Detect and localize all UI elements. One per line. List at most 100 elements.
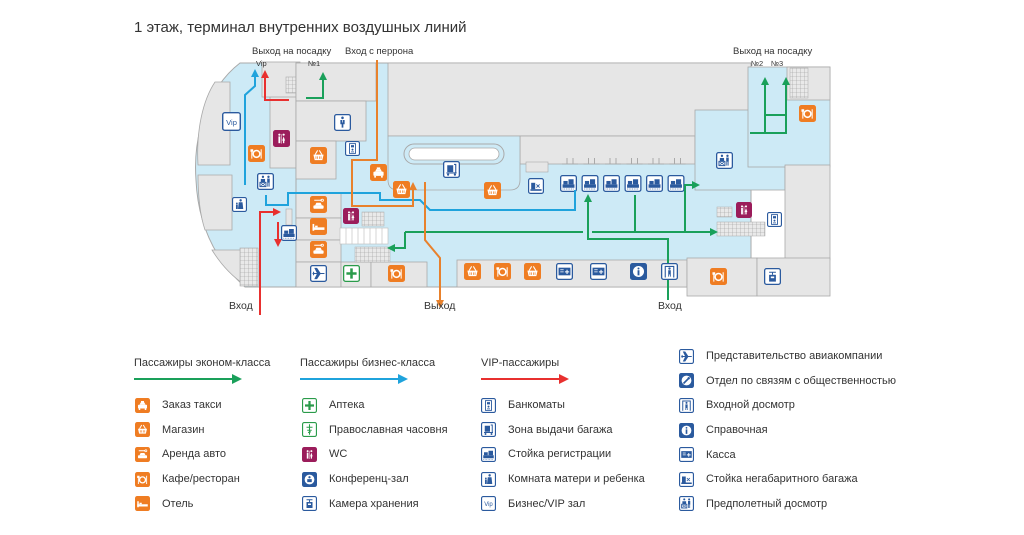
legend-item: Кафе/ресторан — [135, 467, 240, 492]
luggage-storage-icon — [302, 496, 317, 512]
entry-screening-icon — [679, 397, 694, 413]
preflight-screening-icon — [679, 496, 694, 512]
legend-item: Предполетный досмотр — [679, 492, 896, 517]
atm-icon — [481, 397, 496, 413]
legend-item-label: Представительство авиакомпании — [706, 350, 883, 363]
map-wc-icon[interactable] — [273, 130, 291, 148]
label-exit-bottom: Выход — [424, 300, 455, 312]
map-shop-basket-icon[interactable] — [464, 263, 482, 281]
map-cafe-icon[interactable] — [494, 263, 512, 281]
map-hotel-bed-icon[interactable] — [310, 218, 328, 236]
check-in-icon — [481, 446, 496, 462]
car-rental-icon — [135, 446, 150, 462]
check-in-counter[interactable] — [624, 175, 642, 193]
map-wc-icon[interactable] — [343, 208, 360, 225]
map-shop-basket-icon[interactable] — [524, 263, 542, 281]
pharmacy-cross-icon — [302, 397, 317, 413]
map-info-icon[interactable] — [630, 263, 648, 281]
label-entrance-left: Вход — [229, 300, 253, 312]
taxi-icon — [135, 397, 150, 413]
label-entry-from-apron: Вход с перрона — [345, 46, 414, 57]
check-in-counter[interactable] — [581, 175, 599, 193]
shop-basket-icon — [135, 422, 150, 438]
legend-item-label: Банкоматы — [508, 399, 565, 412]
map-cafe-icon[interactable] — [388, 265, 406, 283]
pr-department-icon — [679, 373, 694, 389]
legend-item: WC — [302, 442, 448, 467]
label-vip-gate: Vip — [256, 59, 267, 68]
check-in-counter[interactable] — [560, 175, 578, 193]
check-in-counters — [560, 158, 686, 193]
map-mother-child-icon[interactable] — [232, 197, 247, 212]
map-preflight-screening-icon[interactable] — [716, 152, 734, 170]
map-taxi-icon[interactable] — [370, 164, 388, 182]
legend-item-label: Конференц-зал — [329, 473, 409, 486]
map-shop-basket-icon[interactable] — [393, 181, 411, 199]
label-gate-3: №3 — [771, 59, 783, 68]
legend-item: Аренда авто — [135, 442, 240, 467]
map-baggage-claim-icon[interactable] — [443, 161, 461, 179]
map-airline-plane-icon[interactable] — [310, 265, 328, 283]
map-oversize-baggage-icon[interactable] — [528, 178, 545, 195]
legend-item-label: Касса — [706, 448, 736, 461]
route-vip — [259, 70, 289, 315]
legend-item-label: Православная часовня — [329, 423, 448, 436]
hotel-bed-icon — [135, 496, 150, 512]
legend-item-label: Комната матери и ребенка — [508, 473, 645, 486]
legend-item-label: Отдел по связям с общественностью — [706, 374, 896, 387]
right-wing — [686, 66, 831, 297]
legend-item-label: Справочная — [706, 424, 768, 437]
map-check-in-icon[interactable] — [281, 225, 298, 242]
conference-icon — [302, 471, 317, 487]
legend-item-label: Аренда авто — [162, 448, 226, 461]
legend-item: Зона выдачи багажа — [481, 418, 645, 443]
legend-vip-arrow — [481, 374, 569, 384]
label-entrance-right: Вход — [658, 300, 682, 312]
check-in-counter[interactable] — [667, 175, 685, 193]
legend-business-arrow — [300, 374, 408, 384]
oversize-baggage-icon — [679, 471, 694, 487]
map-shop-basket-icon[interactable] — [310, 147, 328, 165]
check-in-counter[interactable] — [603, 175, 621, 193]
map-pharmacy-cross-icon[interactable] — [343, 265, 361, 283]
floor-plan-map: Vip Выход на посадку Vip №1 Вход с перро… — [195, 46, 831, 315]
map-entry-screening-icon[interactable] — [661, 263, 679, 281]
legend-item: Православная часовня — [302, 418, 448, 443]
map-cafe-icon[interactable] — [799, 105, 817, 123]
legend-item: Заказ такси — [135, 393, 240, 418]
legend-item-label: Камера хранения — [329, 497, 419, 510]
vip-lounge-icon: Vip — [481, 496, 496, 512]
legend-item: Аптека — [302, 393, 448, 418]
legend-item: Банкоматы — [481, 393, 645, 418]
legend-item: Представительство авиакомпании — [679, 344, 896, 369]
legend-item-label: WC — [329, 448, 348, 461]
map-wc-icon[interactable] — [736, 202, 753, 219]
map-police-officer-icon[interactable] — [334, 114, 352, 132]
legend-item: Справочная — [679, 418, 896, 443]
map-car-rental-icon[interactable] — [310, 196, 328, 214]
label-gate-2: №2 — [751, 59, 763, 68]
map-cafe-icon[interactable] — [248, 145, 266, 163]
legend-item-label: Кафе/ресторан — [162, 473, 240, 486]
legend-item-label: Бизнес/VIP зал — [508, 497, 586, 510]
wc-icon — [302, 446, 317, 462]
airline-plane-icon — [679, 348, 694, 364]
cafe-icon — [135, 471, 150, 487]
map-vip-lounge-icon[interactable]: Vip — [222, 112, 242, 132]
map-cafe-icon[interactable] — [710, 268, 728, 286]
main-hall — [295, 62, 752, 288]
map-atm-icon[interactable] — [345, 141, 360, 156]
map-atm-icon[interactable] — [767, 212, 782, 227]
chapel-cross-icon — [302, 422, 317, 438]
legend-item-label: Отель — [162, 497, 194, 510]
map-ticket-office-icon[interactable] — [590, 263, 608, 281]
map-luggage-storage-icon[interactable] — [764, 268, 782, 286]
map-shop-basket-icon[interactable] — [484, 182, 502, 200]
check-in-counter[interactable] — [646, 175, 664, 193]
svg-text:Vip: Vip — [484, 502, 493, 508]
map-ticket-office-icon[interactable] — [556, 263, 574, 281]
legend-item: Конференц-зал — [302, 467, 448, 492]
map-car-rental-icon[interactable] — [310, 241, 328, 259]
map-preflight-screening-icon[interactable] — [257, 173, 275, 191]
